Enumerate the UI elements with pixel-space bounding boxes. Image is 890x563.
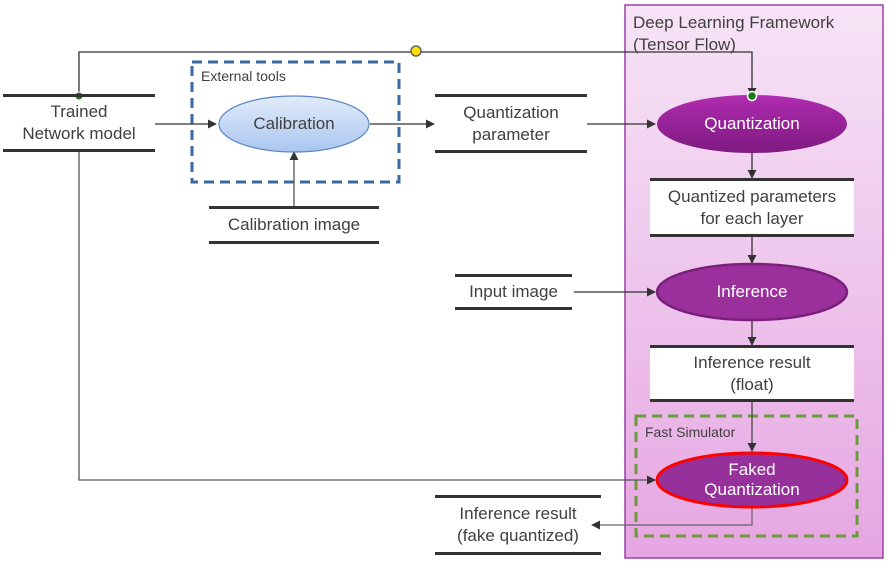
quantization-parameter-node[interactable]: Quantization parameter [435, 94, 587, 153]
inference-result-float-node[interactable]: Inference result (float) [650, 345, 854, 402]
inference-result-float-line2: (float) [730, 374, 774, 394]
trained-model-line1: Trained [50, 102, 108, 121]
inference-result-fake-line2: (fake quantized) [457, 526, 579, 545]
calibration-image-label: Calibration image [227, 215, 361, 234]
calibration-node-shape [218, 95, 370, 153]
inference-result-fake-line1: Inference result [459, 504, 577, 523]
framework-title-line1: Deep Learning Framework [633, 13, 835, 32]
quantized-params-line2: for each layer [700, 208, 804, 228]
external-tools-label: External tools [201, 68, 286, 84]
trained-model-line2: Network model [22, 124, 136, 143]
quantization-parameter-line2: parameter [472, 124, 550, 144]
quantization-parameter-line1: Quantization [463, 102, 559, 122]
input-image-node[interactable]: Input image [455, 274, 572, 310]
quantized-params-node[interactable]: Quantized parameters for each layer [650, 178, 854, 237]
inference-label: Inference [716, 282, 788, 301]
calibration-label: Calibration [253, 114, 335, 133]
connector-faked-to-fakeresult [591, 508, 753, 530]
input-image-label: Input image [469, 282, 558, 301]
inference-result-fake-node[interactable]: Inference result (fake quantized) [435, 495, 601, 555]
calibration-node[interactable]: Calibration [219, 96, 369, 152]
junction-dot-yellow [410, 45, 422, 57]
trained-model-node[interactable]: Trained Network model [3, 94, 155, 152]
quantization-label: Quantization [704, 114, 800, 133]
inference-node[interactable]: Inference [657, 264, 847, 320]
calibration-image-node[interactable]: Calibration image [209, 206, 379, 244]
connector-model-to-faked [78, 152, 656, 485]
faked-quantization-node-shape [655, 451, 849, 509]
junction-dot-green-quantization [746, 90, 758, 102]
external-tools-box [190, 60, 401, 184]
quantization-node[interactable]: Quantization [657, 95, 847, 153]
faked-quantization-line1: Faked [728, 460, 776, 479]
inference-node-shape [655, 262, 849, 322]
fast-simulator-label: Fast Simulator [645, 424, 736, 440]
quantized-params-line1: Quantized parameters [667, 186, 837, 206]
inference-result-float-line1: Inference result [693, 352, 811, 372]
faked-quantization-node[interactable]: Faked Quantization [657, 453, 847, 507]
fast-simulator-box [634, 414, 859, 538]
faked-quantization-line2: Quantization [704, 480, 800, 499]
framework-title-line2: (Tensor Flow) [633, 35, 736, 54]
quantization-node-shape [657, 95, 847, 153]
framework-title: Deep Learning Framework (Tensor Flow) [633, 12, 834, 56]
